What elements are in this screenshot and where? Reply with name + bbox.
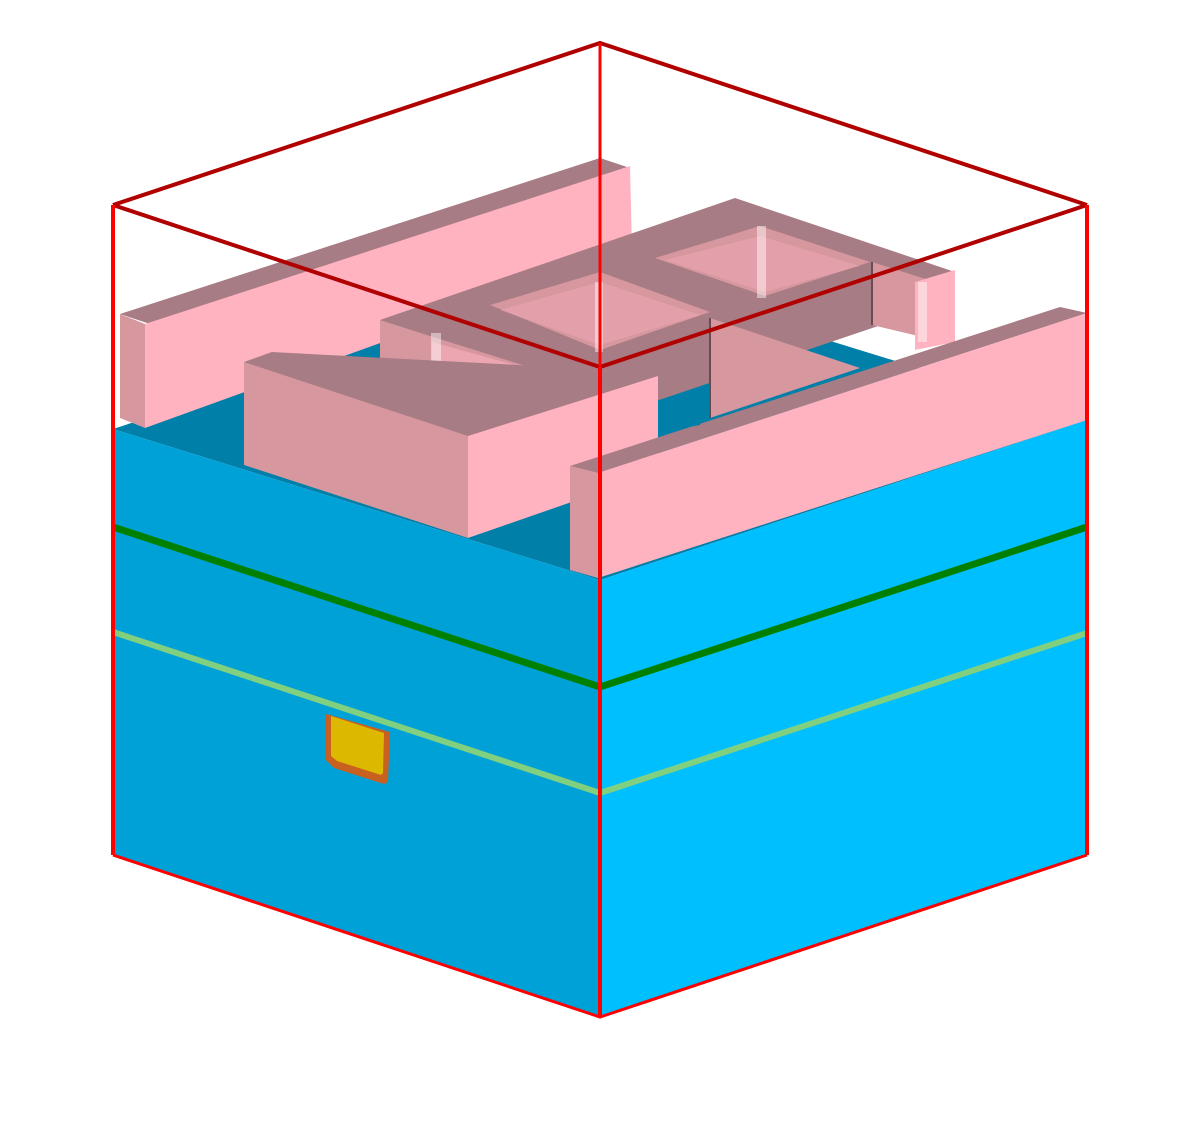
bbox-bottom [112, 853, 1088, 1019]
front-left-block [244, 352, 658, 538]
patterned-structure [120, 158, 1087, 578]
bounding-box [111, 40, 1089, 1019]
via-block [326, 714, 390, 784]
front-wall [570, 307, 1087, 578]
